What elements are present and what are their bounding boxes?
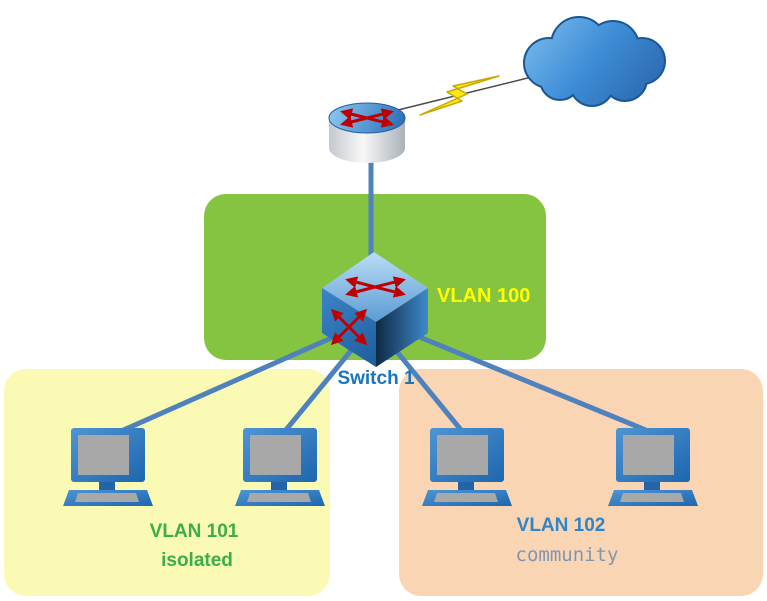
router-icon [328, 102, 406, 163]
computer-icon [63, 428, 153, 506]
vlan101-label: VLAN 101 [150, 521, 239, 542]
computer-icon [608, 428, 698, 506]
computer-icon [235, 428, 325, 506]
cloud-icon [523, 16, 666, 107]
vlan101-mode-label: isolated [161, 550, 233, 571]
zone-vlan102 [399, 369, 763, 596]
link-router-cloud [397, 71, 553, 111]
switch-icon [322, 252, 428, 367]
vlan102-label: VLAN 102 [517, 515, 606, 536]
computer-icon [422, 428, 512, 506]
zone-vlan101 [4, 369, 330, 596]
switch1-label: Switch 1 [337, 368, 415, 389]
vlan100-label: VLAN 100 [437, 285, 530, 307]
link-switch-pc4 [375, 317, 656, 436]
lightning-icon [419, 75, 500, 116]
link-switch-pc1 [107, 317, 375, 439]
vlan102-mode-label: community [516, 544, 619, 566]
